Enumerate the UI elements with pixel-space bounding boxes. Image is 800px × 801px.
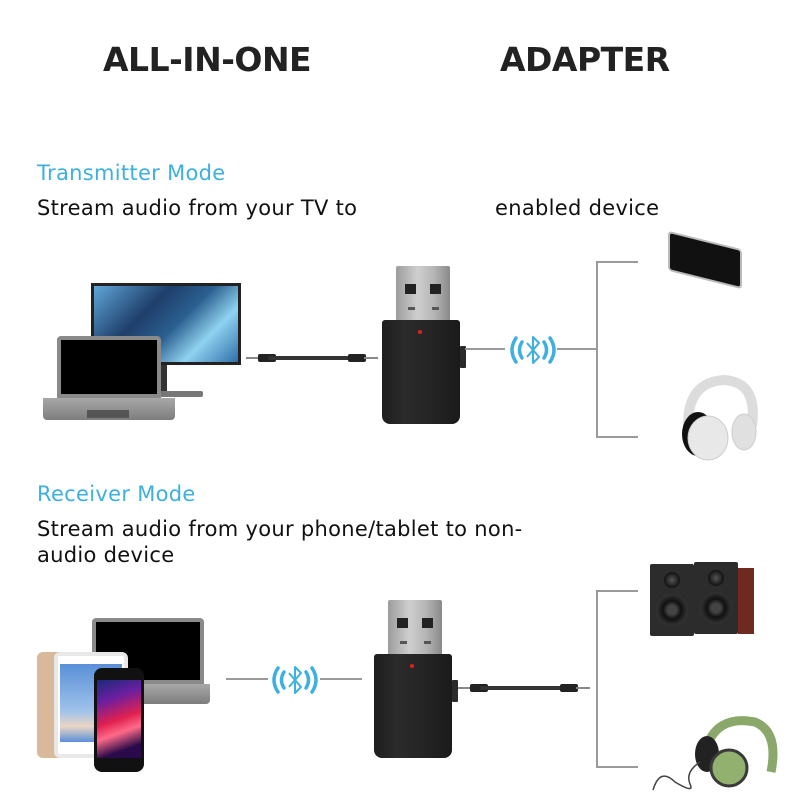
transmitter-mode-label: Transmitter Mode: [37, 161, 226, 185]
title-all-in-one: ALL-IN-ONE: [103, 40, 312, 79]
title-adapter: ADAPTER: [500, 40, 670, 79]
bookshelf-speakers-image: [650, 562, 755, 638]
receiver-desc-line1: Stream audio from your phone/tablet to n…: [37, 517, 523, 541]
receiver-mode-label: Receiver Mode: [37, 482, 196, 506]
transmitter-desc-right: enabled device: [495, 196, 660, 220]
bluetooth-adapter-dongle: [382, 266, 468, 426]
bluetooth-icon: [506, 330, 560, 370]
aux-cable-receiver: [458, 684, 590, 692]
green-headphones-image: [645, 712, 785, 797]
aux-cable: [246, 354, 378, 362]
led-indicator: [410, 664, 414, 668]
smartphone-image: [94, 668, 144, 772]
bluetooth-icon-receiver: [268, 660, 322, 700]
laptop-image: [43, 336, 175, 424]
transmitter-desc-left: Stream audio from your TV to: [37, 196, 358, 220]
laptop-image-receiver: [88, 618, 210, 713]
bluetooth-adapter-dongle-receiver: [374, 600, 460, 760]
bluetooth-speaker-image: [668, 230, 742, 290]
led-indicator: [418, 330, 422, 334]
receiver-desc-line2: audio device: [37, 543, 175, 567]
white-headphones-image: [672, 372, 758, 461]
